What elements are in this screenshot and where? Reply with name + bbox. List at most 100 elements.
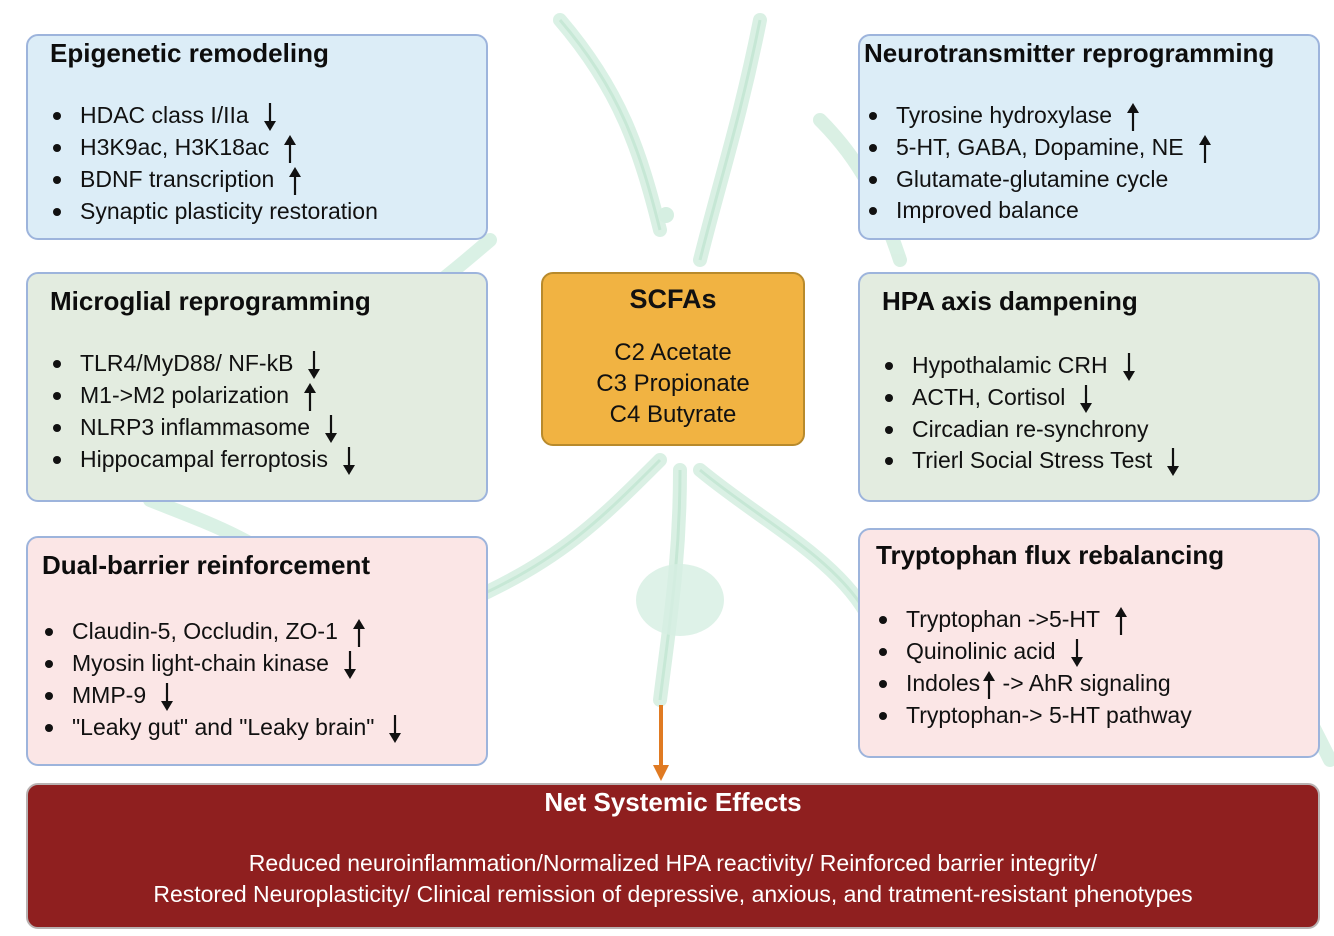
list-item: ACTH, Cortisol [882, 382, 1180, 414]
bullet-icon [53, 360, 61, 368]
up-arrow-icon [1114, 606, 1128, 636]
bullet-icon [53, 175, 61, 184]
bullet-icon [53, 391, 61, 400]
list-item-text: MMP-9 [72, 681, 147, 708]
bullet-icon [869, 112, 877, 120]
scfa-center-box: SCFAs C2 Acetate C3 Propionate C4 Butyra… [541, 272, 805, 446]
up-arrow-icon [352, 618, 366, 648]
list-item-text: Circadian re-synchrony [912, 415, 1149, 442]
list-item-text: BDNF transcription [80, 165, 275, 192]
box-title: Microglial reprogramming [50, 286, 371, 316]
down-arrow-icon [1070, 638, 1084, 668]
list-item-text: Claudin-5, Occludin, ZO-1 [72, 618, 338, 644]
bullet-icon [869, 207, 877, 216]
scfa-title: SCFAs [629, 284, 717, 314]
neurotransmitter-reprogramming-box: Neurotransmitter reprogramming Tyrosine … [858, 34, 1320, 240]
list-item: MMP-9 [42, 680, 402, 712]
scfa-line: C3 Propionate [596, 370, 750, 397]
bullet-icon [879, 711, 887, 720]
list-item-text: Quinolinic acid [906, 637, 1056, 664]
dual-barrier-reinforcement-box: Dual-barrier reinforcement Claudin-5, Oc… [26, 536, 488, 766]
list-item-text: TLR4/MyD88/ NF-kB [80, 350, 294, 376]
list-item-text: Improved balance [896, 197, 1079, 224]
up-arrow-icon [1198, 134, 1212, 164]
list-item: Circadian re-synchrony [882, 414, 1180, 446]
list-item: BDNF transcription [50, 164, 378, 196]
list-item-text: Indoles [906, 669, 981, 696]
net-line: Reduced neuroinflammation/Normalized HPA… [248, 850, 1098, 876]
box-title: Epigenetic remodeling [50, 38, 329, 68]
bullet-icon [869, 175, 877, 184]
down-arrow-icon [307, 350, 321, 380]
list-item: 5-HT, GABA, Dopamine, NE [866, 132, 1212, 164]
up-arrow-icon [288, 166, 302, 196]
bullet-icon [45, 691, 53, 700]
list-item: Tryptophan-> 5-HT pathway [876, 700, 1192, 732]
list-item: Synaptic plasticity restoration [50, 196, 378, 228]
up-arrow-icon [1126, 102, 1140, 132]
down-arrow-icon [343, 650, 357, 680]
list-item: Hypothalamic CRH [882, 350, 1180, 382]
down-arrow-icon [160, 682, 174, 712]
list-item-text: Myosin light-chain kinase [72, 649, 329, 676]
box-title: Neurotransmitter reprogramming [864, 38, 1275, 68]
list-item-text: Trierl Social Stress Test [912, 447, 1153, 474]
list-item: TLR4/MyD88/ NF-kB [50, 348, 356, 380]
list-item: Improved balance [866, 195, 1212, 227]
box-title: HPA axis dampening [882, 286, 1138, 316]
net-systemic-effects-box: Net Systemic Effects Reduced neuroinflam… [26, 783, 1320, 929]
down-arrow-icon [1079, 384, 1093, 414]
list-item: HDAC class I/IIa [50, 100, 378, 132]
list-item-text: Hypothalamic CRH [912, 352, 1108, 378]
list-item: Tyrosine hydroxylase [866, 100, 1212, 132]
list-item: Quinolinic acid [876, 636, 1192, 668]
net-line: Restored Neuroplasticity/ Clinical remis… [153, 881, 1193, 907]
list-item: H3K9ac, H3K18ac [50, 132, 378, 164]
list-item: Hippocampal ferroptosis [50, 444, 356, 476]
bullet-icon [885, 425, 893, 434]
bullet-icon [53, 143, 61, 152]
down-arrow-icon [342, 446, 356, 476]
list-item-text: 5-HT, GABA, Dopamine, NE [896, 133, 1184, 160]
bullet-icon [45, 659, 53, 668]
bullet-icon [53, 423, 61, 432]
bullet-icon [885, 393, 893, 402]
list-item-text: Hippocampal ferroptosis [80, 445, 329, 472]
down-arrow-icon [1122, 352, 1136, 382]
list-item: Glutamate-glutamine cycle [866, 164, 1212, 196]
list-item-text: Glutamate-glutamine cycle [896, 165, 1169, 192]
list-item-text: NLRP3 inflammasome [80, 413, 311, 440]
down-arrow-icon [653, 705, 669, 781]
hpa-axis-dampening-box: HPA axis dampening Hypothalamic CRH ACTH,… [858, 272, 1320, 502]
box-title: Dual-barrier reinforcement [42, 550, 370, 580]
list-item: Indoles -> AhR signaling [876, 668, 1192, 700]
list-item-text: ACTH, Cortisol [912, 383, 1066, 410]
up-arrow-icon [303, 382, 317, 412]
bullet-icon [53, 455, 61, 464]
list-item-text: HDAC class I/IIa [80, 102, 249, 128]
tryptophan-flux-rebalancing-box: Tryptophan flux rebalancing Tryptophan -… [858, 528, 1320, 758]
scfa-line: C4 Butyrate [609, 401, 737, 428]
list-item: "Leaky gut" and "Leaky brain" [42, 712, 402, 744]
bullet-icon [879, 679, 887, 688]
list-item-text: Synaptic plasticity restoration [80, 197, 378, 224]
down-arrow-icon [388, 714, 402, 744]
down-arrow-icon [1166, 447, 1180, 477]
list-item-text: H3K9ac, H3K18ac [80, 133, 270, 160]
list-item: M1->M2 polarization [50, 380, 356, 412]
up-arrow-icon [982, 670, 996, 700]
bullet-icon [53, 112, 61, 120]
list-item: Claudin-5, Occludin, ZO-1 [42, 616, 402, 648]
microglial-reprogramming-box: Microglial reprogramming TLR4/MyD88/ NF-… [26, 272, 488, 502]
bullet-icon [45, 723, 53, 732]
list-item: NLRP3 inflammasome [50, 412, 356, 444]
bullet-icon [885, 457, 893, 466]
list-item-text: Tryptophan ->5-HT [906, 606, 1101, 632]
bullet-icon [879, 616, 887, 624]
bullet-icon [45, 628, 53, 636]
